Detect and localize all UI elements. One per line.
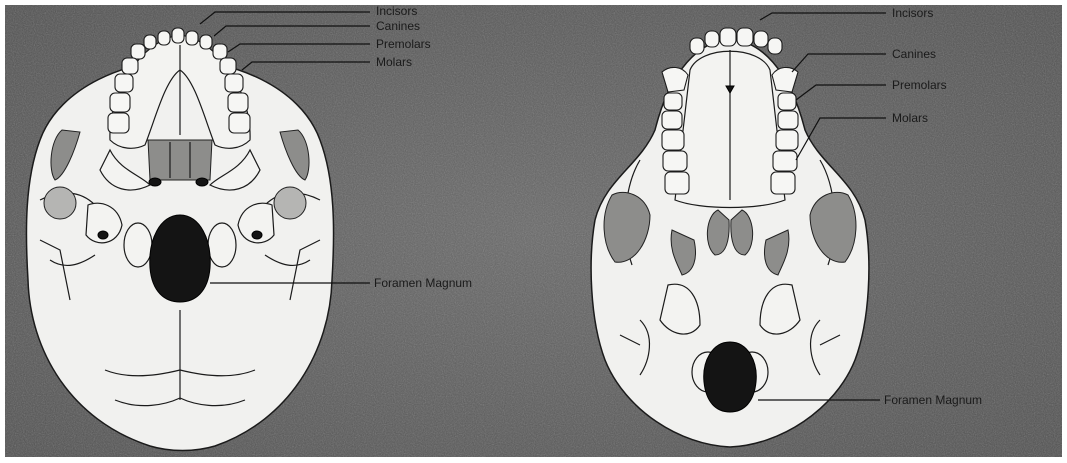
left-label-foramen-magnum: Foramen Magnum — [374, 276, 472, 290]
left-label-molars: Molars — [376, 55, 412, 69]
right-label-incisors: Incisors — [892, 6, 933, 20]
right-label-molars: Molars — [892, 111, 928, 125]
left-label-incisors: Incisors — [376, 4, 417, 18]
right-foramen-magnum — [704, 342, 757, 412]
right-label-premolars: Premolars — [892, 78, 947, 92]
left-foramen-magnum — [150, 215, 210, 302]
left-label-canines: Canines — [376, 19, 420, 33]
right-label-foramen-magnum: Foramen Magnum — [884, 393, 982, 407]
right-label-canines: Canines — [892, 47, 936, 61]
left-nasal-choanae — [148, 140, 212, 180]
left-label-premolars: Premolars — [376, 37, 431, 51]
